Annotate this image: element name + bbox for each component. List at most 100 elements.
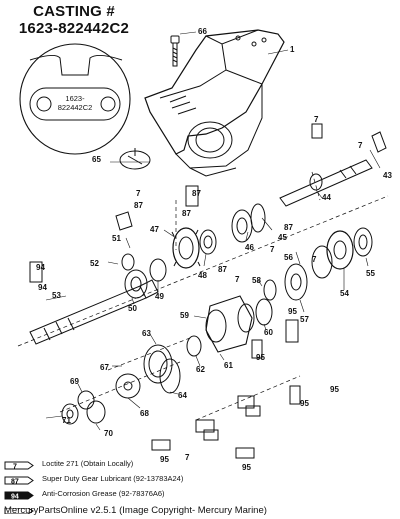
callout-87: 87 [134,201,143,210]
callout-7: 7 [312,255,317,264]
legend-code: 87 [11,478,19,485]
tube-95-a [285,319,299,343]
callout-69: 69 [70,377,79,386]
callout-58: 58 [252,276,261,285]
callout-62: 62 [196,365,205,374]
callout-50: 50 [128,304,137,313]
legend-code: 7 [13,463,17,470]
callout-95: 95 [300,399,309,408]
legend-text: Anti-Corrosion Grease (92-78376A6) [42,488,165,498]
bearing-62 [186,335,202,357]
legend-text: Loctite 271 (Obtain Locally) [42,458,134,468]
callout-47: 47 [150,225,159,234]
copyright-footer: MercuryPartsOnline v2.5.1 (Image Copyrig… [4,505,267,516]
callout-43: 43 [383,171,392,180]
callout-67: 67 [100,363,109,372]
bearing-55 [353,227,373,257]
callout-87: 87 [218,265,227,274]
tube-87-b [115,211,133,231]
casting-stamp-text: 1623- 822442C2 [47,94,103,112]
clip-assembly [195,395,261,441]
callout-59: 59 [180,311,189,320]
gear-47 [171,227,201,269]
callout-95: 95 [242,463,251,472]
callout-7: 7 [270,245,275,254]
driveshaft-53 [29,279,159,345]
ring-63 [143,344,173,384]
callout-87: 87 [192,189,201,198]
callout-68: 68 [140,409,149,418]
bearing-race-52 [121,253,135,271]
callout-54: 54 [340,289,349,298]
callout-95: 95 [330,385,339,394]
tube-94-a [29,261,43,283]
shim-45 [250,203,266,233]
callout-61: 61 [224,361,233,370]
legend-row-95 [4,499,34,514]
callout-7: 7 [185,453,190,462]
callout-95: 95 [256,353,265,362]
gear-54 [326,230,354,270]
retainer-68 [115,373,141,399]
callout-70: 70 [104,429,113,438]
tube-icon: 94 [4,488,34,500]
nut-71 [61,403,79,425]
callout-7: 7 [314,115,319,124]
washer-58 [263,279,277,301]
anode-65 [119,148,151,170]
callout-94: 94 [36,263,45,272]
tube-95-b [251,339,263,359]
callout-48: 48 [198,271,207,280]
tube-87-a [185,185,199,207]
legend-row-94: 94 Anti-Corrosion Grease (92-78376A6) [4,486,165,500]
callout-95: 95 [288,307,297,316]
bearing-56 [311,245,333,279]
callout-87: 87 [284,223,293,232]
callout-7: 7 [136,189,141,198]
casting-title-line1: CASTING # [33,3,115,20]
gear-46 [231,209,253,243]
callout-53: 53 [52,291,61,300]
tube-icon: 87 [4,473,34,485]
bearing-60 [255,298,273,326]
legend-text: Super Duty Gear Lubricant (92-13783A24) [42,473,184,483]
callout-52: 52 [90,259,99,268]
casting-stamp-line1: 1623- [65,94,85,103]
callout-65: 65 [92,155,101,164]
callout-64: 64 [178,391,187,400]
nut-70 [86,400,106,424]
callout-63: 63 [142,329,151,338]
callout-71: 71 [62,416,71,425]
legend-row-87: 87 Super Duty Gear Lubricant (92-13783A2… [4,471,183,485]
pin-43 [371,131,387,153]
callout-51: 51 [112,234,121,243]
callout-95: 95 [160,455,169,464]
callout-57: 57 [300,315,309,324]
callout-87: 87 [182,209,191,218]
callout-66: 66 [198,27,207,36]
gear-pinion-50 [124,269,148,299]
callout-94: 94 [38,283,47,292]
callout-46: 46 [245,243,254,252]
tube-icon: 7 [4,458,34,470]
carrier-59 [205,295,255,353]
gear-64 [159,358,181,394]
casting-stamp-line2: 822442C2 [57,103,93,112]
tube-7-a [311,123,323,139]
tube-95-d [151,439,171,451]
tube-95-e [235,447,255,459]
washer-49 [149,258,167,282]
callout-7: 7 [235,275,240,284]
callout-55: 55 [366,269,375,278]
legend-row-7: 7 Loctite 271 (Obtain Locally) [4,456,133,470]
bearing-57 [284,263,308,301]
callout-7: 7 [358,141,363,150]
casting-stamp-inset [19,43,131,155]
callout-60: 60 [264,328,273,337]
bolt-66 [170,35,180,67]
callout-44: 44 [322,193,331,202]
callout-1: 1 [290,45,295,54]
casting-number: 1623-822442C2 [18,20,130,37]
callout-45: 45 [278,233,287,242]
